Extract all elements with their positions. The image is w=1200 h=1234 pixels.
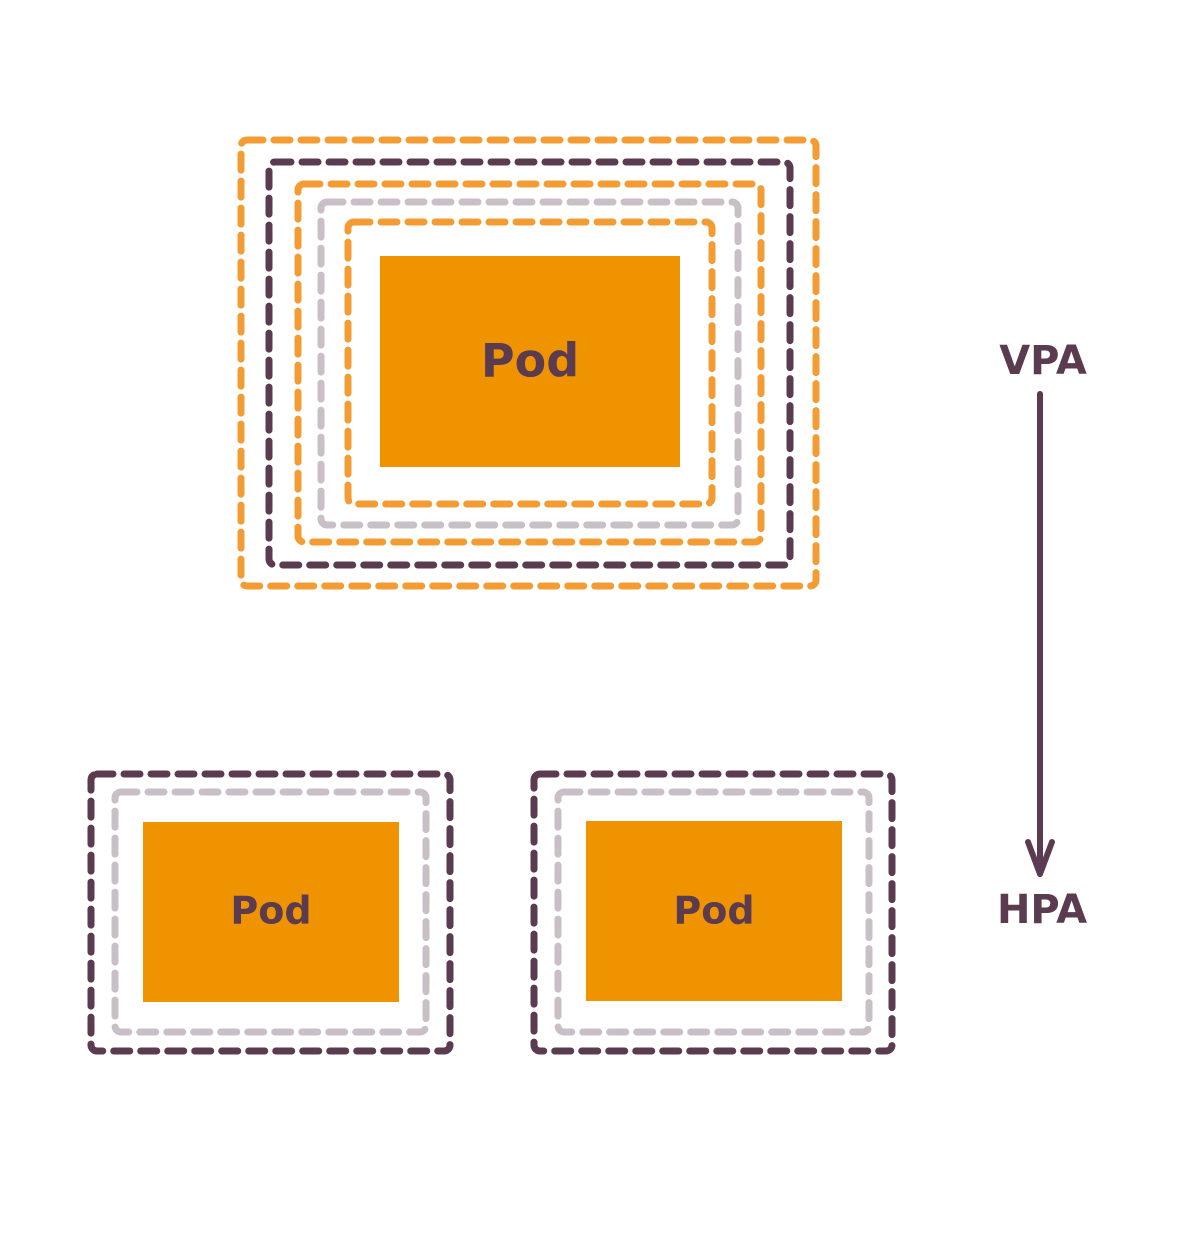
- frame-orange-middle: [294, 180, 765, 546]
- frame-gray-right: [554, 788, 873, 1036]
- scaling-arrow: VPA HPA: [997, 338, 1087, 933]
- pod-label-right: Pod: [673, 889, 754, 933]
- frame-plum: [265, 158, 794, 569]
- pod-label-left: Pod: [230, 889, 311, 933]
- frame-orange-outer: [237, 136, 820, 590]
- arrow-head-icon: [1025, 839, 1055, 877]
- frame-plum-right: [530, 770, 896, 1055]
- vpa-label: VPA: [999, 338, 1087, 384]
- frame-gray-left: [111, 788, 430, 1036]
- frame-orange-inner: [344, 218, 716, 508]
- frame-plum-left: [87, 770, 454, 1055]
- pod-box-large: [380, 256, 680, 467]
- horizontal-pod-1: Pod: [87, 770, 454, 1055]
- pod-box-left: [143, 822, 399, 1002]
- frame-gray: [317, 198, 742, 529]
- pod-label-large: Pod: [481, 334, 579, 388]
- vertical-scaling-group: Pod: [237, 136, 820, 590]
- pod-box-right: [586, 821, 842, 1001]
- horizontal-pod-2: Pod: [530, 770, 896, 1055]
- hpa-label: HPA: [997, 887, 1087, 933]
